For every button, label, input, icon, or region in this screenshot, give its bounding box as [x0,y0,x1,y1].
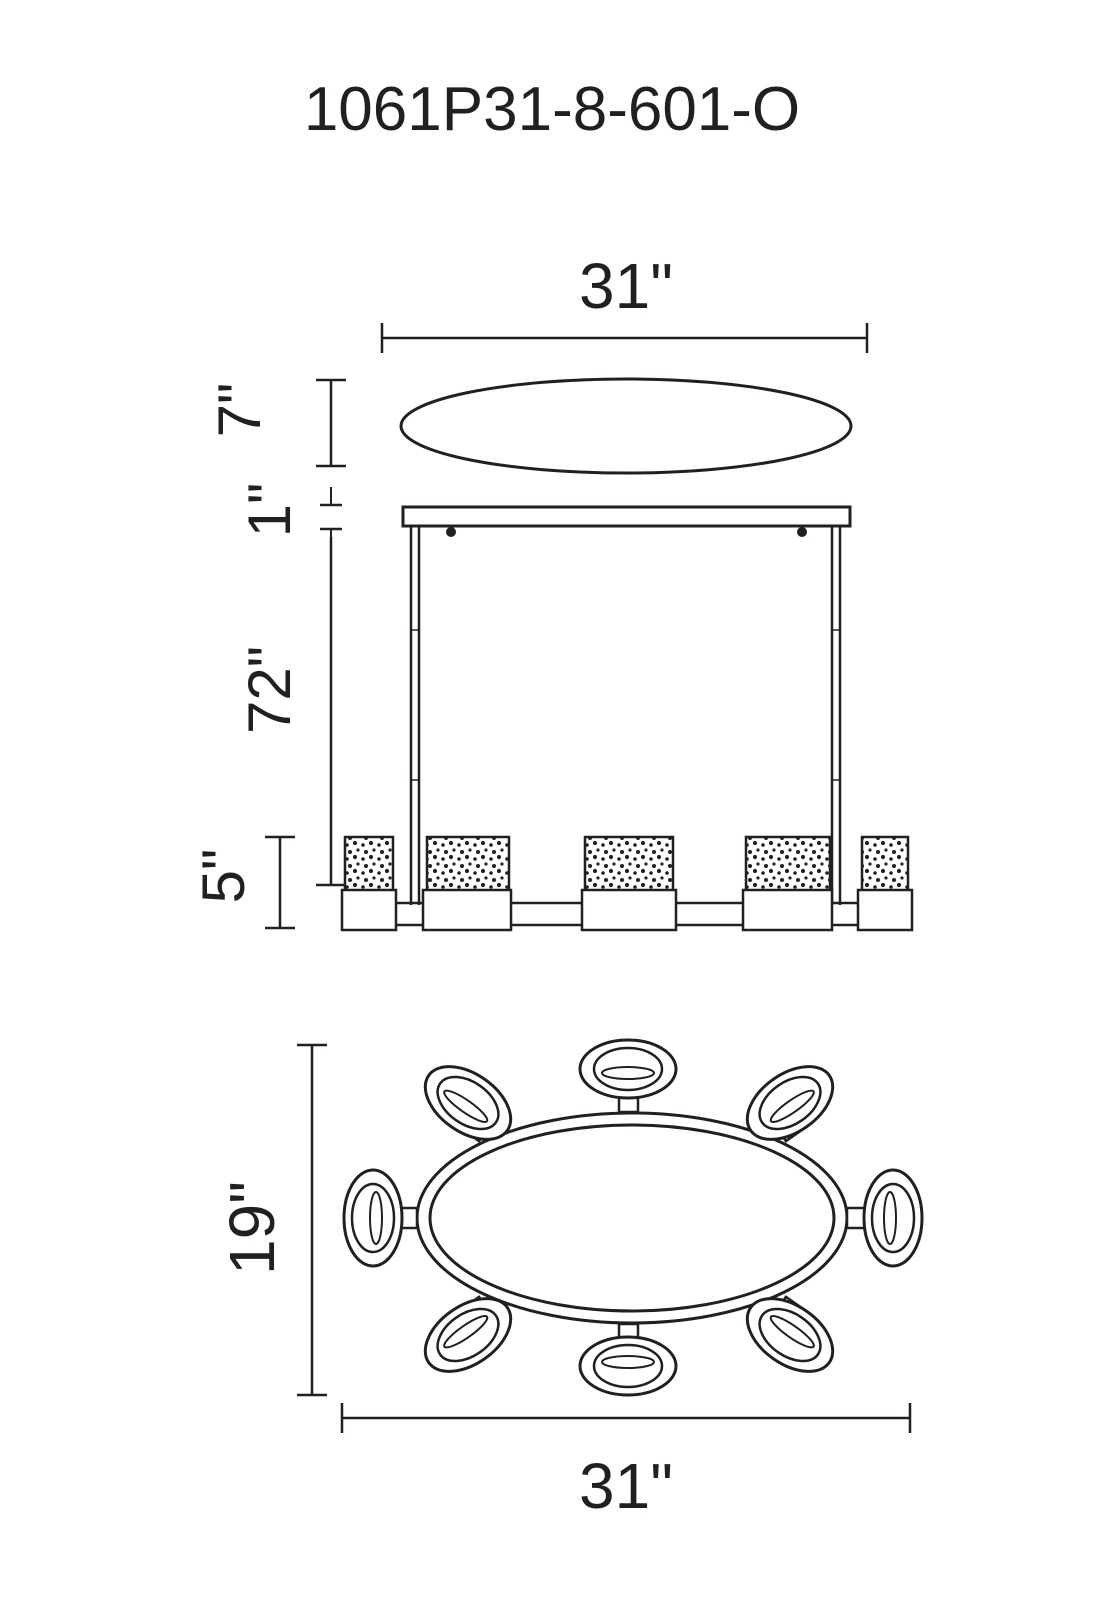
cable-length-dimension: 72" [236,537,346,887]
mount-screw-left [446,527,456,537]
light-head [423,1297,513,1373]
canopy-height-dimension: 7" [206,378,346,468]
cable-length-label: 72" [236,646,303,734]
top-view: 19" 31" [216,1038,924,1522]
light-head [745,1297,835,1373]
light-module [741,835,834,932]
canopy [399,377,853,475]
fixture-height-dimension: 5" [190,835,295,930]
light-head [342,1168,404,1268]
light-module [856,835,914,932]
light-head [578,1335,678,1397]
inner-ring [428,1123,836,1313]
mounting-bar [401,505,852,528]
canopy-height-label: 7" [206,383,273,438]
suspension-rod-left [409,526,421,905]
light-head [745,1065,835,1141]
mount-screw-right [797,527,807,537]
top-width-dimension: 31" [340,1403,912,1522]
top-depth-dimension: 19" [216,1043,327,1397]
top-width-label: 31" [579,1450,673,1522]
side-width-label: 31" [579,250,673,322]
side-view: 31" [190,250,914,932]
outer-ring [415,1111,849,1325]
light-module [340,835,398,932]
light-head [423,1065,513,1141]
gap-dimension: 1" [236,483,342,550]
side-width-dimension: 31" [380,250,869,353]
light-module [421,835,513,932]
light-head [578,1038,678,1100]
gap-label: 1" [236,483,303,538]
top-depth-label: 19" [216,1181,288,1275]
light-head [862,1168,924,1268]
light-module [580,835,678,932]
suspension-rod-right [830,526,842,905]
model-number-title: 1061P31-8-601-O [304,75,800,144]
fixture-height-label: 5" [190,849,257,904]
